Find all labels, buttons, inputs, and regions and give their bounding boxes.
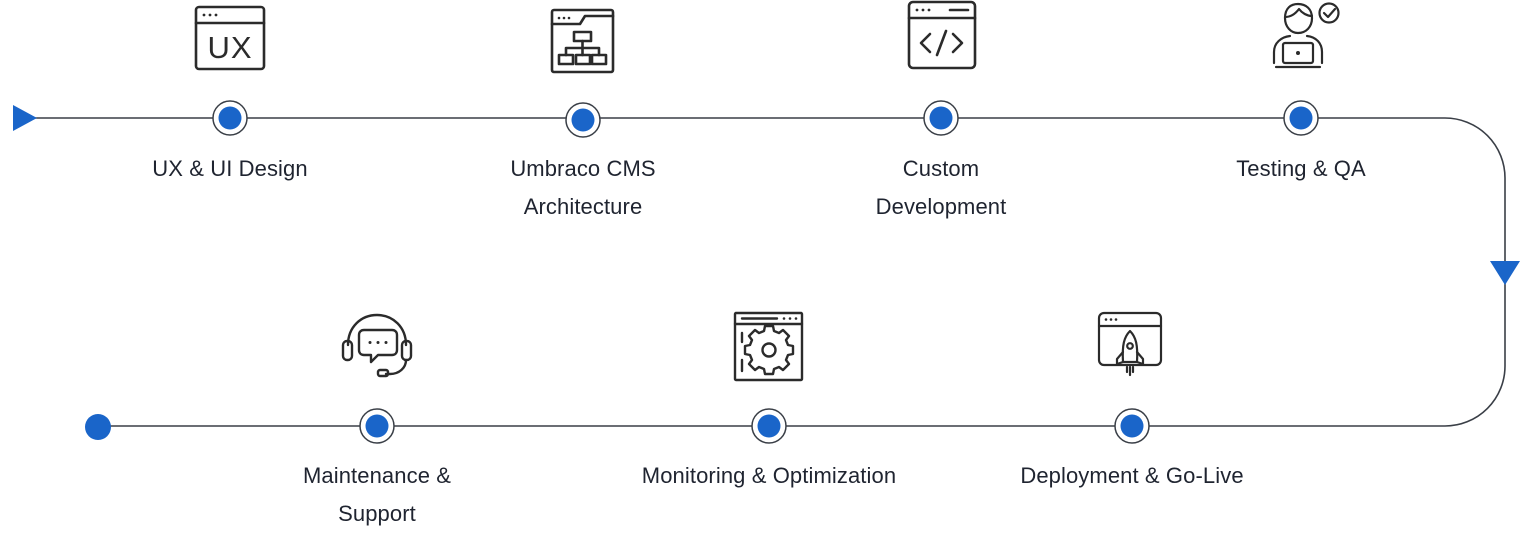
down-arrow-icon bbox=[1490, 261, 1520, 285]
sitemap-window-icon bbox=[550, 8, 615, 74]
step-label-line: Deployment & Go-Live bbox=[1020, 463, 1244, 488]
code-window-icon bbox=[907, 0, 977, 70]
step-label-maintenance: Maintenance & Support bbox=[207, 457, 547, 533]
step-label-line: Custom bbox=[902, 156, 980, 181]
step-label-line: Maintenance & bbox=[302, 463, 452, 488]
ux-window-icon: UX bbox=[194, 5, 266, 71]
gear-window-icon bbox=[733, 311, 804, 382]
start-arrow-icon bbox=[13, 105, 37, 131]
step-node-deployment bbox=[1114, 408, 1150, 444]
step-node-maintenance bbox=[359, 408, 395, 444]
headset-support-icon bbox=[341, 313, 413, 378]
tester-laptop-icon bbox=[1272, 2, 1340, 69]
step-label-custom-dev: Custom Development bbox=[771, 150, 1111, 226]
step-node-custom-dev bbox=[923, 100, 959, 136]
step-label-line: Umbraco CMS bbox=[510, 156, 656, 181]
step-node-umbraco bbox=[565, 102, 601, 138]
step-label-umbraco: Umbraco CMS Architecture bbox=[413, 150, 753, 226]
step-node-monitoring bbox=[751, 408, 787, 444]
flow-path bbox=[13, 105, 1520, 440]
step-label-line: Development bbox=[875, 194, 1007, 219]
step-label-ux-ui: UX & UI Design bbox=[60, 150, 400, 188]
step-label-line: Architecture bbox=[523, 194, 643, 219]
step-label-monitoring: Monitoring & Optimization bbox=[599, 457, 939, 495]
end-dot bbox=[85, 414, 111, 440]
step-label-line: UX & UI Design bbox=[152, 156, 308, 181]
step-label-deployment: Deployment & Go-Live bbox=[962, 457, 1302, 495]
step-label-line: Support bbox=[338, 501, 416, 526]
rocket-window-icon bbox=[1097, 311, 1163, 377]
step-node-testing bbox=[1283, 100, 1319, 136]
step-node-ux-ui bbox=[212, 100, 248, 136]
step-label-line: Testing & QA bbox=[1236, 156, 1366, 181]
step-label-testing: Testing & QA bbox=[1131, 150, 1471, 188]
ux-icon-text: UX bbox=[207, 30, 252, 65]
step-label-line: Monitoring & Optimization bbox=[641, 463, 897, 488]
